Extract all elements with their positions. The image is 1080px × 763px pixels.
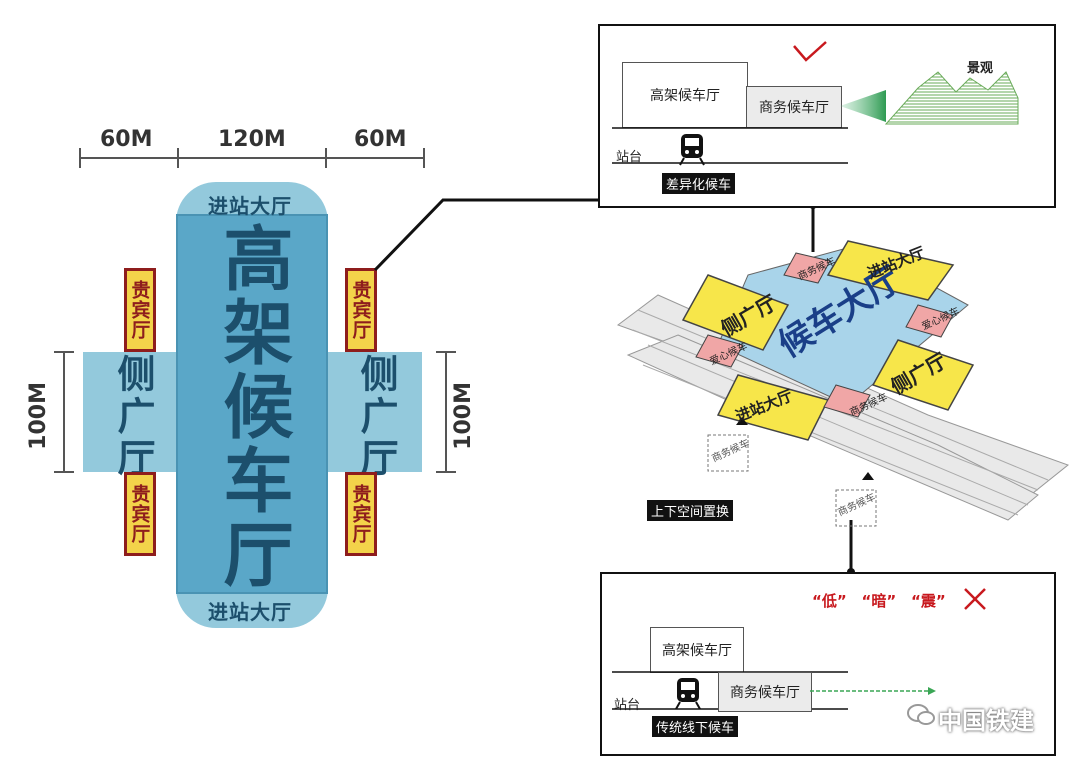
dim-label-right: 60M (354, 127, 407, 152)
vip-label: 贵宾厅 (128, 280, 151, 340)
word-low: “低” (812, 592, 847, 610)
business-hall-box-bottom: 商务候车厅 (718, 672, 812, 712)
right-dimension-line (436, 351, 456, 473)
caption-differentiated: 差异化候车 (662, 173, 736, 194)
dim-label-center: 120M (218, 127, 286, 152)
side-hall-left-label: 侧广厅 (111, 354, 155, 480)
left-dimension-line (54, 351, 74, 473)
main-hall-label: 高架候车厅 (212, 222, 294, 592)
train-icon (679, 134, 705, 166)
platform-lines-top (612, 127, 848, 164)
scenery-view (840, 71, 1019, 125)
main-hall (176, 214, 328, 594)
word-vibration: “震” (911, 592, 946, 610)
platform-label-top: 站台 (616, 150, 643, 165)
entrance-bottom-label: 进站大厅 (208, 600, 292, 624)
watermark-text: 中国铁建 (938, 707, 1034, 735)
side-hall-right-label: 侧广厅 (354, 354, 398, 480)
train-icon (675, 678, 701, 710)
side-hall-right (326, 352, 422, 472)
word-dark: “暗” (861, 592, 897, 610)
problem-words: “低” “暗” “震” (812, 590, 946, 611)
vip-room-bottom-right: 贵宾厅 (345, 472, 377, 556)
business-hall-box: 商务候车厅 (746, 86, 842, 128)
cross-icon (964, 588, 986, 610)
vip-label: 贵宾厅 (349, 280, 372, 340)
isometric-station-diagram (616, 240, 1070, 527)
elevated-hall-box: 高架候车厅 (622, 62, 748, 128)
dim-label-left: 60M (100, 127, 153, 152)
top-dimension-line (79, 148, 425, 168)
vip-label: 贵宾厅 (349, 484, 372, 544)
scenery-label: 景观 (967, 61, 994, 76)
space-swap-label: 上下空间置换 (647, 500, 734, 521)
vip-room-top-left: 贵宾厅 (124, 268, 156, 352)
vip-room-bottom-left: 贵宾厅 (124, 472, 156, 556)
caption-traditional: 传统线下候车 (652, 716, 739, 737)
vip-room-top-right: 贵宾厅 (345, 268, 377, 352)
entrance-top-label: 进站大厅 (208, 194, 292, 218)
check-icon (793, 41, 827, 62)
wechat-icon (907, 704, 935, 725)
green-arrow (810, 687, 936, 695)
elevated-hall-box-bottom: 高架候车厅 (650, 627, 744, 673)
side-hall-left (83, 352, 179, 472)
vip-label: 贵宾厅 (128, 484, 151, 544)
platform-label-bottom: 站台 (614, 698, 641, 713)
